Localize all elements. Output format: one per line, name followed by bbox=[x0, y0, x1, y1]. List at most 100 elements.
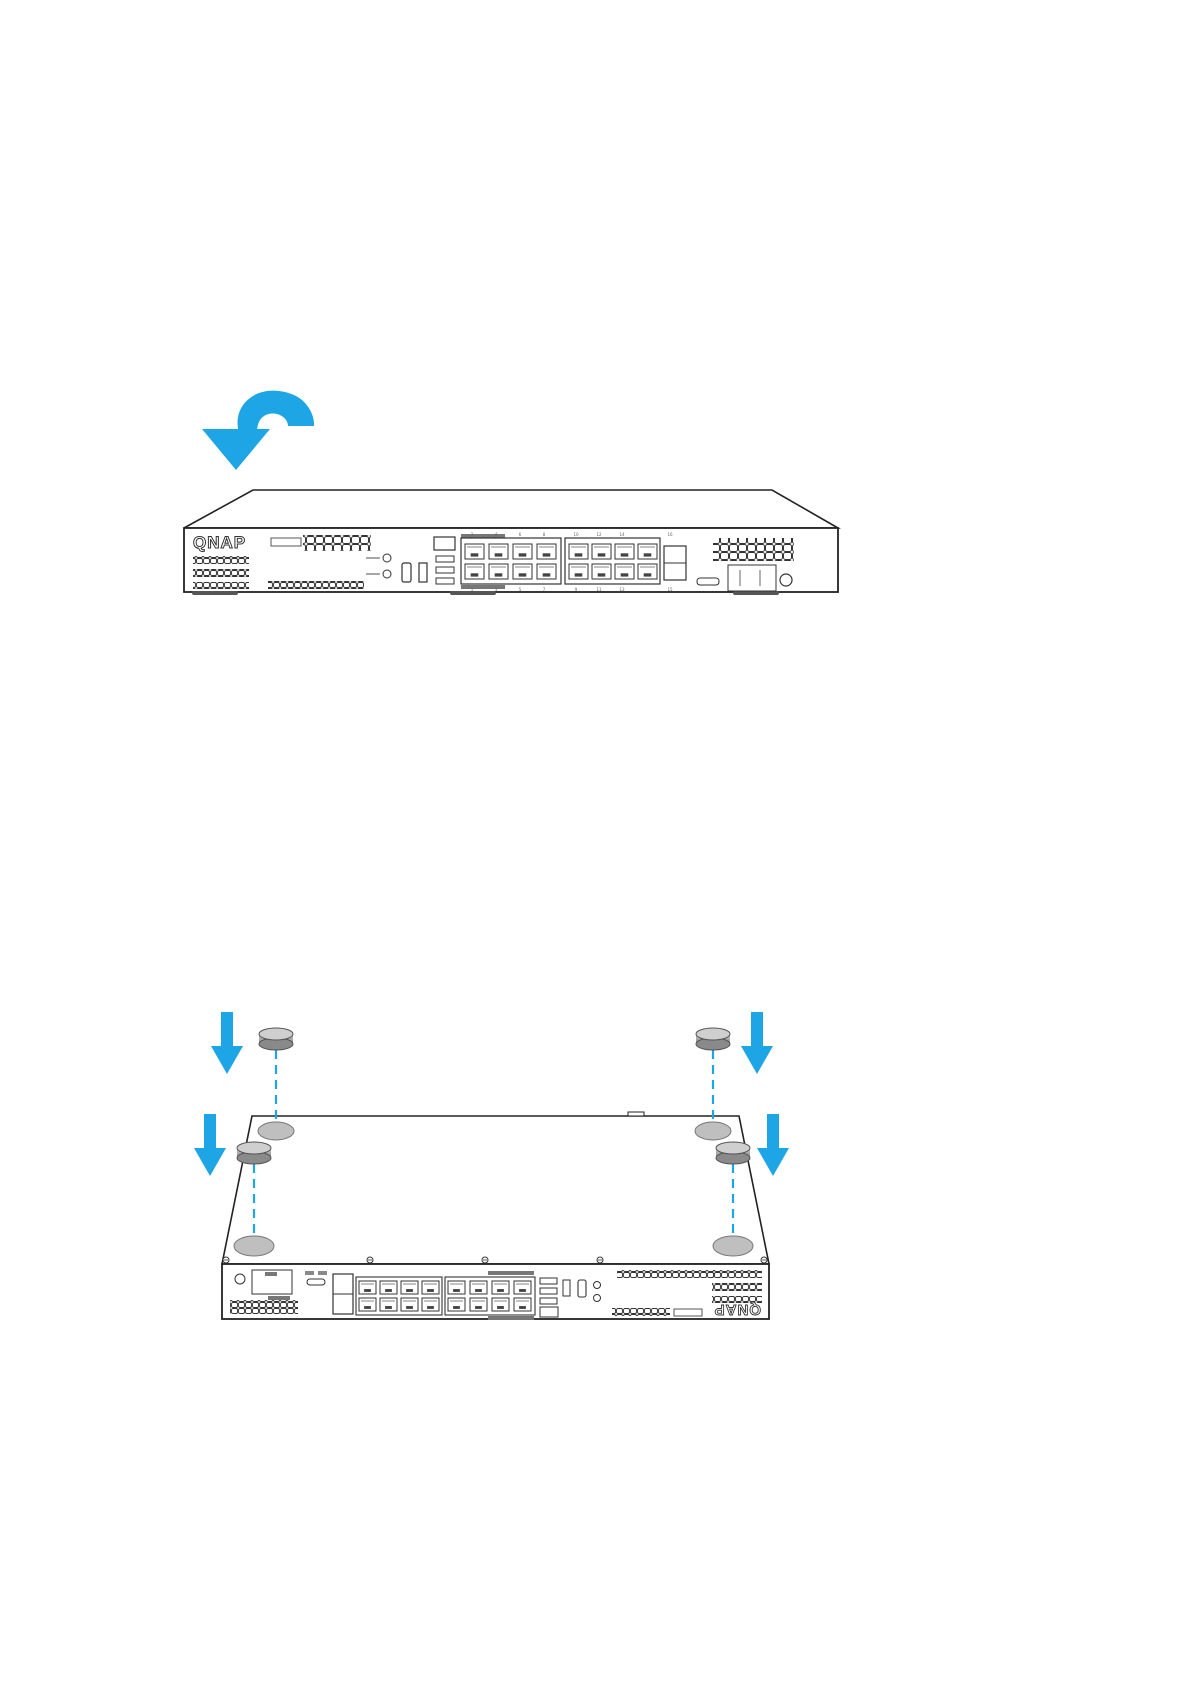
arrow-down-icon bbox=[194, 1114, 226, 1176]
console-panel bbox=[728, 565, 776, 591]
rj45-port-icon bbox=[380, 1298, 397, 1311]
rj45-port-icon bbox=[465, 544, 484, 559]
usb-port-icon bbox=[540, 1278, 557, 1284]
rj45-port-icon bbox=[513, 564, 532, 579]
vent-grille bbox=[303, 535, 371, 551]
rj45-port-icon bbox=[615, 544, 634, 559]
rj45-port-icon bbox=[638, 544, 657, 559]
rj45-port-icon bbox=[489, 544, 508, 559]
arrow-down-icon bbox=[757, 1114, 789, 1176]
rubber-foot-icon bbox=[259, 1028, 293, 1050]
rj45-port-icon bbox=[380, 1281, 397, 1294]
vent-grille bbox=[612, 1308, 670, 1316]
rubber-foot-icon bbox=[716, 1142, 750, 1164]
usb-port-icon bbox=[436, 567, 454, 573]
usb-port-icon bbox=[540, 1298, 557, 1304]
rj45-port-icon bbox=[615, 564, 634, 579]
arrow-down-icon bbox=[211, 1012, 243, 1074]
foot-spot bbox=[258, 1122, 294, 1140]
rj45-port-icon bbox=[492, 1298, 509, 1311]
rj45-port-icon bbox=[514, 1298, 531, 1311]
usb-port-icon bbox=[436, 578, 454, 584]
rj45-port-icon bbox=[537, 564, 556, 579]
screw-icon bbox=[597, 1257, 603, 1263]
rj45-port-icon bbox=[401, 1281, 418, 1294]
figure-flip-device: QNAP bbox=[184, 391, 838, 595]
arrow-down-icon bbox=[741, 1012, 773, 1074]
management-port-icon bbox=[434, 537, 455, 550]
port-number-label: 4 bbox=[495, 532, 498, 537]
rj45-port-icon bbox=[492, 1281, 509, 1294]
port-number-label: 10 bbox=[573, 532, 579, 537]
management-port-icon bbox=[540, 1307, 558, 1317]
rubber-foot-icon bbox=[237, 1142, 271, 1164]
power-button-icon bbox=[780, 574, 792, 586]
rj45-port-icon bbox=[592, 544, 611, 559]
vent-grille bbox=[193, 582, 249, 589]
rubber-foot-icon bbox=[696, 1028, 730, 1050]
vent-grille bbox=[712, 1270, 762, 1278]
screw-icon bbox=[761, 1257, 767, 1263]
power-button-icon bbox=[235, 1274, 245, 1284]
status-led-icon bbox=[594, 1282, 601, 1289]
status-led-icon bbox=[594, 1295, 601, 1302]
vent-grille bbox=[193, 569, 249, 577]
reset-slot-icon bbox=[307, 1279, 325, 1285]
rj45-port-icon bbox=[470, 1298, 487, 1311]
vent-grille bbox=[617, 1270, 715, 1278]
rj45-port-icon bbox=[569, 544, 588, 559]
port-number-label: 5 bbox=[519, 587, 522, 592]
vent-grille bbox=[230, 1300, 298, 1314]
rj45-port-icon bbox=[592, 564, 611, 579]
rj45-port-icon bbox=[448, 1281, 465, 1294]
port-number-label: 12 bbox=[596, 532, 602, 537]
usb-port-icon bbox=[563, 1280, 570, 1296]
port-number-label: 11 bbox=[596, 587, 602, 592]
screw-icon bbox=[223, 1257, 229, 1263]
port-number-label: 15 bbox=[667, 587, 673, 592]
hdmi-port-icon bbox=[402, 563, 411, 582]
reset-slot-icon bbox=[697, 578, 719, 585]
brand-logo: QNAP bbox=[714, 1301, 761, 1318]
port-number-label: 6 bbox=[519, 532, 522, 537]
flip-arrow-icon bbox=[202, 391, 314, 470]
rj45-port-icon bbox=[359, 1281, 376, 1294]
hdmi-port-icon bbox=[578, 1280, 586, 1297]
usb-port-icon bbox=[436, 556, 454, 562]
switch-bottom-view: QNAP bbox=[222, 1028, 769, 1320]
port-number-label: 14 bbox=[619, 532, 625, 537]
rj45-port-icon bbox=[401, 1298, 418, 1311]
vent-grille bbox=[712, 1283, 762, 1291]
foot-spot bbox=[234, 1236, 274, 1256]
rj45-port-icon bbox=[489, 564, 508, 579]
rj45-port-icon bbox=[465, 564, 484, 579]
vent-grille bbox=[713, 538, 794, 561]
status-led-icon bbox=[383, 570, 391, 578]
usb-port-icon bbox=[540, 1288, 557, 1294]
vent-grille bbox=[268, 581, 364, 589]
port-number-label: 16 bbox=[667, 532, 673, 537]
switch-front-view: QNAP bbox=[184, 490, 838, 595]
rj45-port-icon bbox=[359, 1298, 376, 1311]
rj45-port-icon bbox=[422, 1281, 439, 1294]
rj45-port-icon bbox=[514, 1281, 531, 1294]
rj45-port-icon bbox=[422, 1298, 439, 1311]
usb-port-icon bbox=[419, 563, 427, 582]
port-number-label: 3 bbox=[495, 587, 498, 592]
screw-icon bbox=[482, 1257, 488, 1263]
status-led-icon bbox=[383, 554, 391, 562]
rj45-port-icon bbox=[537, 544, 556, 559]
screw-icon bbox=[367, 1257, 373, 1263]
foot-spot bbox=[695, 1122, 731, 1140]
rj45-port-icon bbox=[569, 564, 588, 579]
rj45-port-icon bbox=[638, 564, 657, 579]
rj45-port-icon bbox=[513, 544, 532, 559]
foot-spot bbox=[713, 1236, 753, 1256]
rj45-port-icon bbox=[448, 1298, 465, 1311]
vent-grille bbox=[193, 556, 249, 564]
figure-attach-feet: QNAP bbox=[194, 1012, 789, 1320]
port-number-label: 13 bbox=[619, 587, 625, 592]
port-number-label: 7 bbox=[543, 587, 546, 592]
port-number-label: 8 bbox=[543, 532, 546, 537]
